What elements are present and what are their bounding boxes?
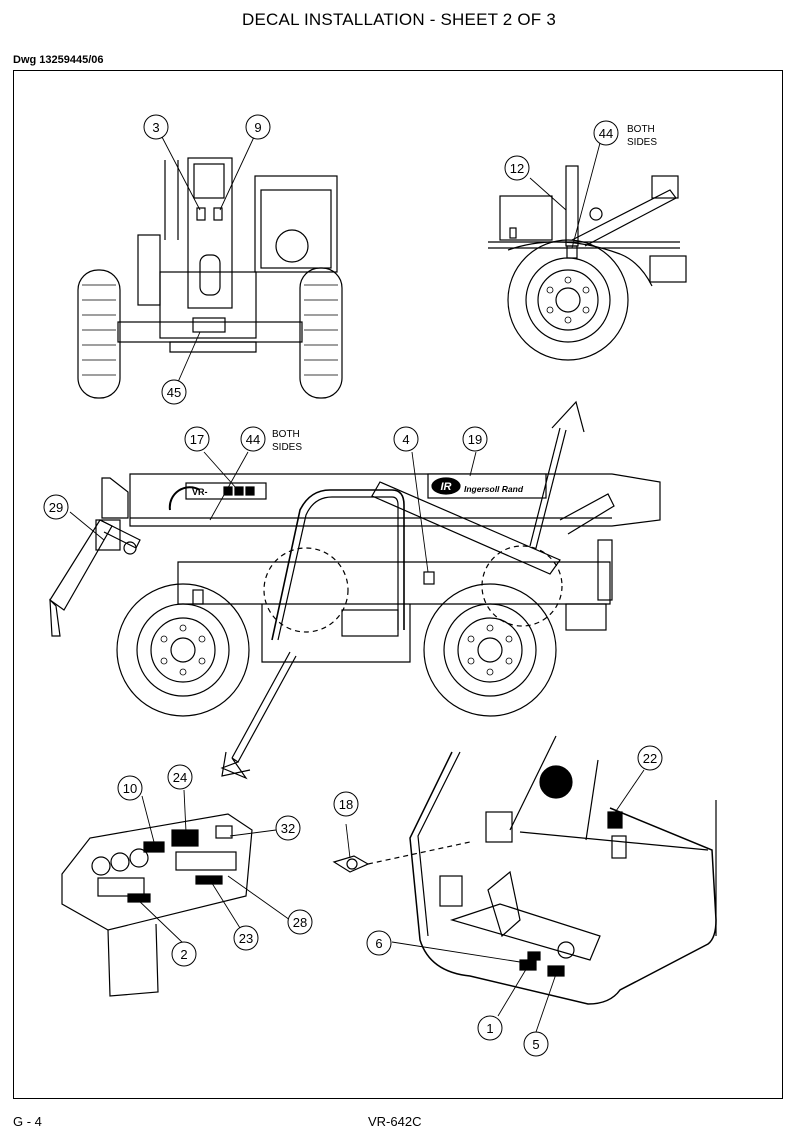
note-both-sides-mid-line1: BOTH xyxy=(272,429,300,440)
callout-19: 19 xyxy=(468,432,482,447)
page-title: DECAL INSTALLATION - SHEET 2 OF 3 xyxy=(242,10,556,29)
callout-bubble xyxy=(333,791,359,817)
callout-bubble xyxy=(523,1031,549,1057)
ingersoll-rand-text: Ingersoll Rand xyxy=(464,484,524,494)
callout-bubble xyxy=(366,930,392,956)
callout-22: 22 xyxy=(643,751,657,766)
callout-bubble xyxy=(393,426,419,452)
callout-3: 3 xyxy=(152,120,159,135)
note-both-sides-top-line2: SIDES xyxy=(627,137,657,148)
callout-32: 32 xyxy=(281,821,295,836)
callout-12: 12 xyxy=(510,161,524,176)
callout-bubble xyxy=(184,426,210,452)
callout-bubble xyxy=(245,114,271,140)
callout-bubble xyxy=(143,114,169,140)
callout-4: 4 xyxy=(402,432,409,447)
callout-bubble xyxy=(287,909,313,935)
callout-bubble xyxy=(240,426,266,452)
footer-model: VR-642C xyxy=(368,1114,422,1129)
callout-18: 18 xyxy=(339,797,353,812)
callout-44-mid: 44 xyxy=(246,432,260,447)
callout-2: 2 xyxy=(180,947,187,962)
callout-23: 23 xyxy=(239,931,253,946)
main-side-view-machine xyxy=(49,473,661,717)
callout-bubble xyxy=(637,745,663,771)
callout-bubble xyxy=(593,120,619,146)
switch-detail xyxy=(332,841,471,873)
ir-logo-text: IR xyxy=(441,481,452,493)
drawing-frame xyxy=(13,70,783,1099)
callout-bubbles xyxy=(43,114,663,1057)
callout-44-top: 44 xyxy=(599,126,613,141)
callout-bubble xyxy=(161,379,187,405)
note-both-sides-mid-line2: SIDES xyxy=(272,442,302,453)
note-both-sides-top-line1: BOTH xyxy=(627,124,655,135)
footer-page-number: G - 4 xyxy=(13,1114,42,1129)
callout-45: 45 xyxy=(167,385,181,400)
cab-interior-view xyxy=(409,735,717,1005)
callout-bubble xyxy=(117,775,143,801)
boom-model-decal-text: VR- xyxy=(192,487,208,497)
callout-10: 10 xyxy=(123,781,137,796)
callout-5: 5 xyxy=(532,1037,539,1052)
callout-bubble xyxy=(275,815,301,841)
callout-29: 29 xyxy=(49,500,63,515)
callout-24: 24 xyxy=(173,770,187,785)
callout-bubble xyxy=(462,426,488,452)
callout-28: 28 xyxy=(293,915,307,930)
callout-bubble xyxy=(477,1015,503,1041)
callout-bubble xyxy=(167,764,193,790)
callout-bubble xyxy=(43,494,69,520)
front-view-machine xyxy=(77,157,343,399)
callout-9: 9 xyxy=(254,120,261,135)
drawing-number: Dwg 13259445/06 xyxy=(13,54,104,66)
callout-17: 17 xyxy=(190,432,204,447)
detail-arrows xyxy=(220,400,585,780)
callout-bubble xyxy=(504,155,530,181)
leader-lines xyxy=(69,136,645,1033)
rear-detail-view xyxy=(488,165,687,361)
console-view xyxy=(61,813,253,997)
callout-6: 6 xyxy=(375,936,382,951)
callout-bubble xyxy=(171,941,197,967)
callout-1: 1 xyxy=(486,1021,493,1036)
callout-bubble xyxy=(233,925,259,951)
